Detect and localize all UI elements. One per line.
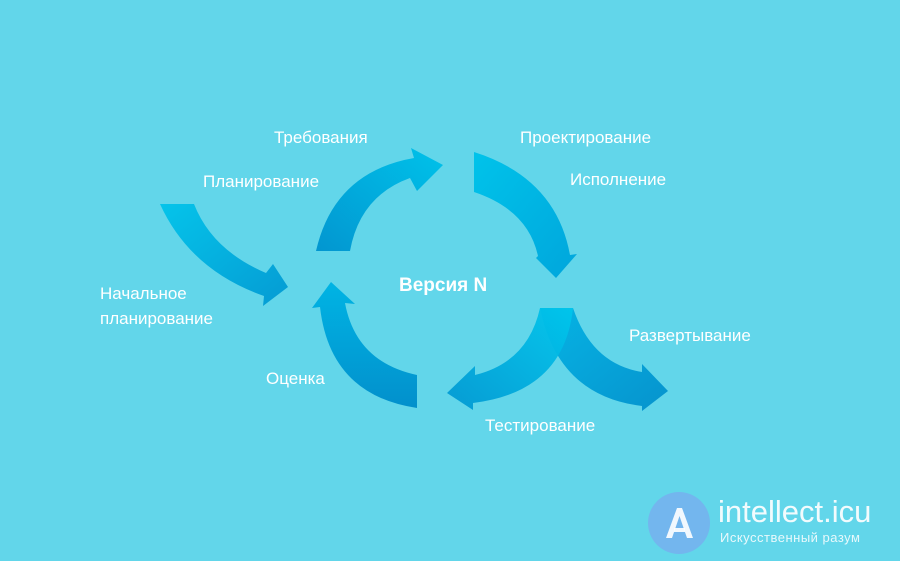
label-evaluation: Оценка xyxy=(266,369,325,388)
watermark-tagline: Искусственный разум xyxy=(720,530,861,545)
testing-arrow xyxy=(447,308,573,410)
label-design: Проектирование xyxy=(520,128,652,147)
label-initial-planning-line1: Начальное xyxy=(100,284,187,303)
label-testing: Тестирование xyxy=(485,416,596,435)
watermark-logo-icon xyxy=(648,492,710,554)
initial-planning-arrow xyxy=(160,204,288,306)
evaluation-arrow xyxy=(312,282,417,408)
label-initial-planning-line2: планирование xyxy=(100,309,214,328)
watermark-site: intellect.icu xyxy=(718,494,872,529)
requirements-arrow xyxy=(316,148,443,251)
label-requirements: Требования xyxy=(274,128,368,147)
label-planning: Планирование xyxy=(203,172,320,191)
label-execution: Исполнение xyxy=(570,170,667,189)
design-arrow xyxy=(474,152,577,278)
deployment-arrow xyxy=(540,308,668,411)
watermark: intellect.icu Искусственный разум xyxy=(648,490,898,556)
center-label: Версия N xyxy=(399,275,488,296)
label-deployment: Развертывание xyxy=(629,326,751,345)
